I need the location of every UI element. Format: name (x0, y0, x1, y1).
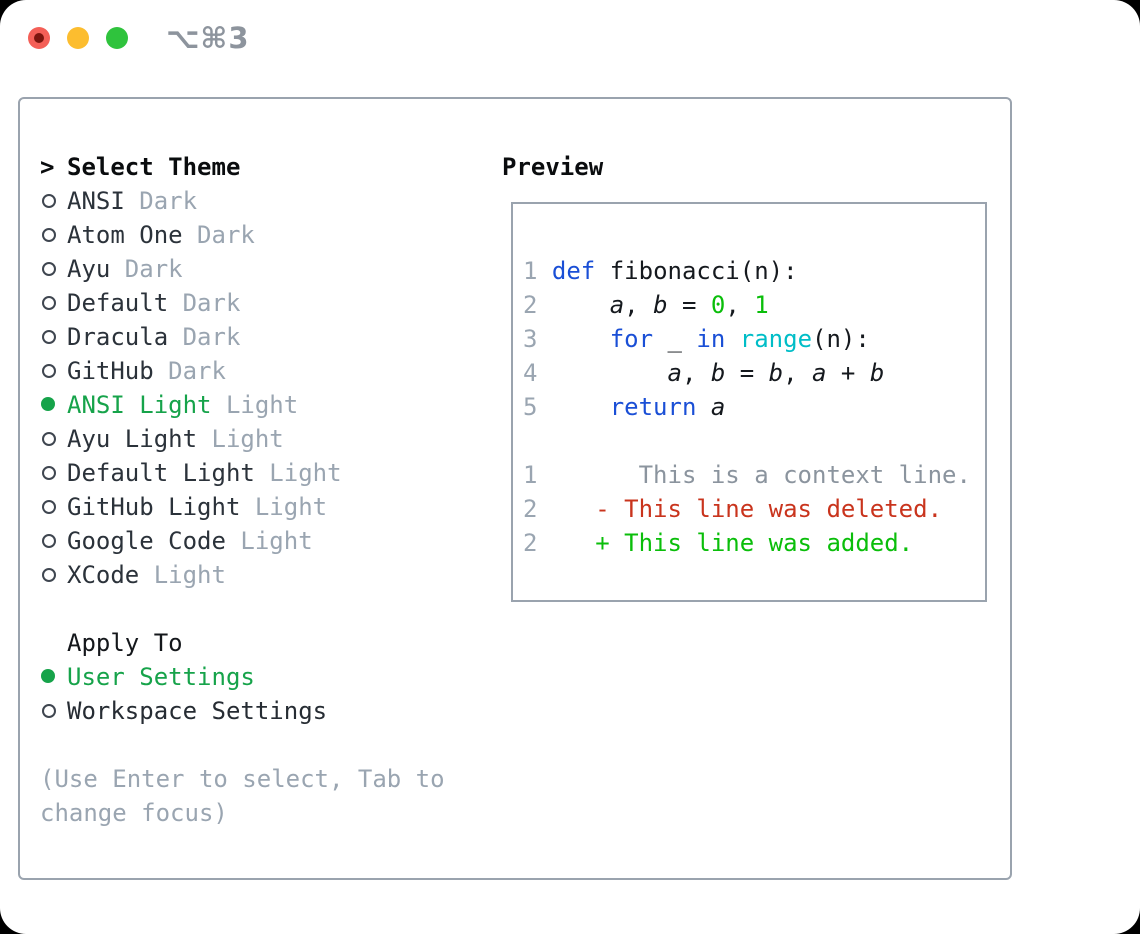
radio-unselected-icon (42, 704, 56, 718)
theme-option-label: ANSI (67, 187, 125, 215)
radio-unselected-icon (42, 262, 56, 276)
theme-variant-tag: Dark (182, 221, 255, 249)
theme-option-label: Ayu (67, 255, 111, 283)
focus-caret: > (40, 153, 55, 181)
theme-option-label: Ayu Light (67, 425, 198, 453)
preview-title: Preview (502, 153, 604, 181)
theme-variant-tag: Light (211, 391, 299, 419)
radio-unselected-icon (42, 228, 56, 242)
radio-unselected-icon (42, 364, 56, 378)
spacer (40, 728, 490, 762)
preview-code-line: 3 for _ in range(n): (523, 325, 870, 353)
theme-option-label: GitHub Light (67, 493, 241, 521)
theme-option-label: Default Light (67, 459, 255, 487)
close-button-icon[interactable] (28, 27, 50, 49)
radio-unselected-icon (42, 432, 56, 446)
zoom-button-icon[interactable] (106, 27, 128, 49)
radio-selected-icon (41, 397, 55, 411)
theme-option-github[interactable]: GitHub Dark (40, 354, 490, 388)
preview-code-line: 1 def fibonacci(n): (523, 257, 798, 285)
theme-option-label: XCode (67, 561, 140, 589)
theme-option-label: Dracula (67, 323, 169, 351)
apply-option-label: Workspace Settings (67, 697, 328, 725)
theme-variant-tag: Dark (110, 255, 183, 283)
theme-option-github-light[interactable]: GitHub Light Light (40, 490, 490, 524)
theme-option-default[interactable]: Default Dark (40, 286, 490, 320)
theme-option-ansi[interactable]: ANSI Dark (40, 184, 490, 218)
theme-option-atom-one[interactable]: Atom One Dark (40, 218, 490, 252)
radio-unselected-icon (42, 568, 56, 582)
apply-option-label: User Settings (67, 663, 255, 691)
theme-variant-tag: Light (254, 459, 342, 487)
close-dot-icon (34, 33, 44, 43)
theme-option-default-light[interactable]: Default Light Light (40, 456, 490, 490)
select-theme-title: Select Theme (67, 153, 241, 181)
theme-option-google-code[interactable]: Google Code Light (40, 524, 490, 558)
radio-unselected-icon (42, 296, 56, 310)
radio-unselected-icon (42, 500, 56, 514)
theme-option-label: Default (67, 289, 169, 317)
apply-to-header: Apply To (40, 626, 490, 660)
theme-variant-tag: Dark (168, 289, 241, 317)
preview-code-line: 2 - This line was deleted. (523, 495, 943, 523)
radio-unselected-icon (42, 194, 56, 208)
theme-option-label: Atom One (67, 221, 183, 249)
theme-variant-tag: Light (197, 425, 284, 453)
radio-selected-icon (41, 669, 55, 683)
theme-option-label: ANSI Light (67, 391, 212, 419)
radio-unselected-icon (42, 330, 56, 344)
theme-option-dracula[interactable]: Dracula Dark (40, 320, 490, 354)
theme-option-label: Google Code (67, 527, 226, 555)
minimize-button-icon[interactable] (67, 27, 89, 49)
spacer (40, 592, 490, 626)
preview-code-line: 5 return a (523, 393, 726, 421)
usage-hint: (Use Enter to select, Tab to change focu… (40, 765, 445, 827)
preview-code-line: 4 a, b = b, a + b (523, 359, 885, 387)
apply-to-title: Apply To (67, 629, 183, 657)
theme-option-label: GitHub (67, 357, 154, 385)
keyboard-shortcut-label: ⌥⌘3 (166, 21, 250, 55)
theme-variant-tag: Dark (168, 323, 241, 351)
theme-option-ayu-light[interactable]: Ayu Light Light (40, 422, 490, 456)
select-theme-header: > Select Theme (40, 150, 490, 184)
titlebar: ⌥⌘3 (0, 0, 1140, 76)
theme-variant-tag: Light (240, 493, 328, 521)
radio-unselected-icon (42, 466, 56, 480)
theme-variant-tag: Light (139, 561, 226, 589)
theme-option-ayu[interactable]: Ayu Dark (40, 252, 490, 286)
radio-unselected-icon (42, 534, 56, 548)
preview-code-line: 2 a, b = 0, 1 (523, 291, 769, 319)
apply-option-workspace-settings[interactable]: Workspace Settings (40, 694, 490, 728)
theme-variant-tag: Dark (153, 357, 226, 385)
apply-option-user-settings[interactable]: User Settings (40, 660, 490, 694)
theme-variant-tag: Light (225, 527, 313, 555)
preview-code-line (523, 424, 985, 458)
theme-variant-tag: Dark (124, 187, 198, 215)
theme-option-ansi-light[interactable]: ANSI Light Light (40, 388, 490, 422)
preview-code-line: 2 + This line was added. (523, 529, 914, 557)
preview-pane: 1 def fibonacci(n): 2 a, b = 0, 1 3 for _ … (511, 202, 987, 602)
preview-code-line: 1 This is a context line. (523, 461, 971, 489)
theme-option-xcode[interactable]: XCode Light (40, 558, 490, 592)
